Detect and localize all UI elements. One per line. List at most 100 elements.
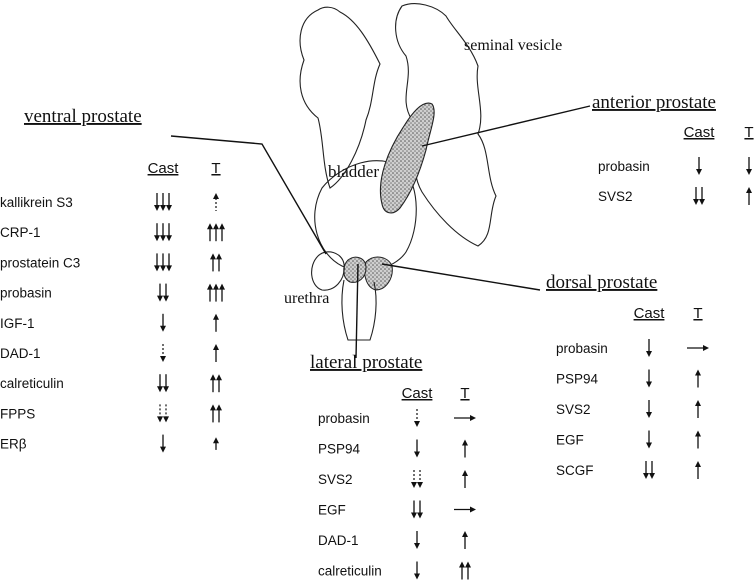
gene-name: PSP94 (318, 442, 361, 457)
t-arrow (695, 461, 701, 479)
t-arrow (454, 507, 476, 513)
gene-row: FPPS (0, 404, 222, 422)
gene-name: kallikrein S3 (0, 195, 73, 210)
t-arrow (459, 562, 465, 580)
anterior-prostate-title: anterior prostate (592, 92, 716, 113)
t-arrow (213, 344, 219, 362)
t-arrow (454, 415, 476, 421)
gene-row: calreticulin (0, 374, 222, 392)
dorsal-pointer-line (382, 264, 540, 290)
t-arrow (462, 531, 468, 549)
t-arrow (216, 253, 222, 271)
cast-arrow (160, 193, 166, 211)
dorsal-prostate-panel: dorsal prostateCastTprobasinPSP94SVS2EGF… (546, 272, 709, 479)
cast-arrow (163, 404, 169, 422)
t-arrow (216, 374, 222, 392)
t-arrow (210, 374, 216, 392)
t-arrow (207, 223, 213, 241)
gene-row: calreticulin (318, 562, 471, 580)
cast-column-header: Cast (684, 124, 716, 141)
cast-arrow (414, 562, 420, 580)
cast-arrow (649, 461, 655, 479)
gene-name: PSP94 (556, 372, 599, 387)
gene-name: probasin (0, 286, 52, 301)
cast-arrow (154, 193, 160, 211)
gene-row: EGF (556, 431, 701, 449)
t-arrow (216, 404, 222, 422)
t-arrow (695, 400, 701, 418)
gene-name: prostatein C3 (0, 255, 80, 270)
t-arrow (746, 187, 752, 205)
gene-name: CRP-1 (0, 225, 41, 240)
t-column-header: T (744, 124, 753, 141)
cast-arrow (160, 223, 166, 241)
t-arrow (219, 223, 225, 241)
gene-row: probasin (318, 409, 476, 427)
cast-arrow (417, 470, 423, 488)
cast-arrow (163, 374, 169, 392)
dorsal-prostate-shape (364, 257, 392, 290)
cast-arrow (163, 284, 169, 302)
t-column-header: T (211, 160, 220, 177)
t-column-header: T (693, 305, 702, 322)
cast-arrow (643, 461, 649, 479)
gene-row: IGF-1 (0, 314, 219, 332)
gene-row: SVS2 (598, 187, 752, 205)
gene-name: SCGF (556, 463, 594, 478)
ventral-prostate-title: ventral prostate (24, 106, 142, 127)
gene-row: PSP94 (318, 440, 468, 458)
gene-name: DAD-1 (318, 533, 359, 548)
gene-name: SVS2 (598, 189, 633, 204)
anterior-prostate-shape (380, 103, 434, 213)
cast-arrow (154, 223, 160, 241)
t-arrow (695, 370, 701, 388)
t-arrow (687, 345, 709, 351)
t-arrow (207, 284, 213, 302)
cast-arrow (696, 157, 702, 175)
gene-name: probasin (598, 159, 650, 174)
gene-name: calreticulin (0, 376, 64, 391)
gene-row: probasin (0, 284, 225, 302)
cast-column-header: Cast (634, 305, 666, 322)
gene-row: prostatein C3 (0, 253, 222, 271)
cast-arrow (160, 314, 166, 332)
cast-arrow (417, 501, 423, 519)
t-arrow (462, 440, 468, 458)
urethra-outline (342, 280, 376, 340)
gene-row: ERβ (0, 435, 219, 453)
cast-arrow (414, 440, 420, 458)
gene-row: probasin (598, 157, 752, 175)
gene-row: DAD-1 (0, 344, 219, 362)
gene-row: SVS2 (556, 400, 701, 418)
cast-arrow (414, 531, 420, 549)
gene-name: IGF-1 (0, 316, 35, 331)
gene-row: PSP94 (556, 370, 701, 388)
cast-arrow (157, 404, 163, 422)
urethra-label: urethra (284, 290, 329, 307)
gene-name: probasin (318, 411, 370, 426)
cast-arrow (411, 470, 417, 488)
cast-arrow (693, 187, 699, 205)
cast-arrow (646, 431, 652, 449)
cast-arrow (646, 400, 652, 418)
gene-row: EGF (318, 501, 476, 519)
ventral-pointer-line (171, 136, 326, 254)
cast-arrow (166, 193, 172, 211)
ventral-prostate-shape (312, 252, 345, 290)
gene-name: SVS2 (556, 402, 591, 417)
gene-row: SCGF (556, 461, 701, 479)
t-arrow (219, 284, 225, 302)
t-arrow (462, 470, 468, 488)
cast-arrow (699, 187, 705, 205)
cast-arrow (414, 409, 420, 427)
cast-arrow (160, 435, 166, 453)
gene-row: SVS2 (318, 470, 468, 488)
gene-row: CRP-1 (0, 223, 225, 241)
t-arrow (210, 253, 216, 271)
gene-name: EGF (318, 503, 346, 518)
gene-name: SVS2 (318, 472, 353, 487)
cast-arrow (157, 284, 163, 302)
